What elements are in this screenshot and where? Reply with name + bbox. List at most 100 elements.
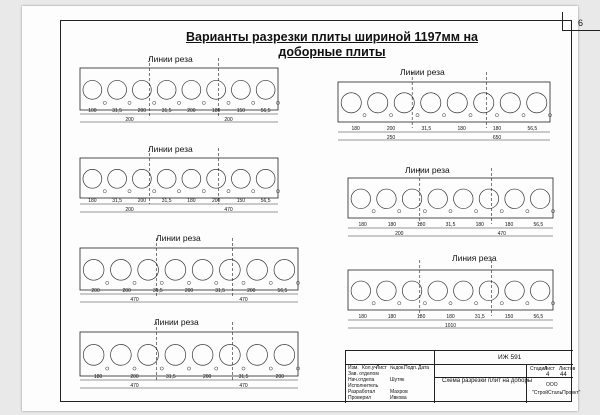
stamp-name: Махров (390, 389, 408, 395)
dimension-label: 150 (505, 314, 514, 320)
hollow-core (427, 280, 448, 301)
rebar-mark (548, 113, 552, 118)
rebar-mark (296, 366, 300, 371)
rebar-mark (159, 366, 164, 371)
dimension-label: 180 (476, 222, 485, 228)
rebar-mark (268, 366, 273, 371)
rebar-mark (159, 281, 164, 285)
rebar-mark (525, 209, 530, 214)
hollow-core (473, 92, 495, 114)
rebar-mark (226, 101, 231, 105)
rebar-mark (415, 113, 420, 118)
dimension-label: 180 (417, 314, 426, 320)
hollow-core (526, 92, 548, 114)
dimension-label: 200 (187, 108, 196, 114)
rebar-mark (132, 366, 137, 371)
hollow-core (82, 259, 105, 281)
hollow-core (478, 280, 500, 301)
rebar-mark (241, 281, 246, 285)
doc-code: ИЖ 591 (498, 354, 522, 361)
hollow-core (82, 80, 103, 100)
rebar-mark (127, 189, 132, 194)
dimension-label: 200 (138, 198, 147, 204)
overall-dimension-label: 470 (239, 297, 248, 303)
rebar-mark (495, 113, 499, 118)
rebar-mark (187, 281, 191, 285)
slab-outline (79, 331, 299, 377)
dimension-label: 100 (88, 108, 97, 114)
rebar-mark (448, 301, 453, 306)
hollow-core (376, 188, 397, 209)
overall-dimension-label: 470 (498, 231, 507, 237)
rebar-mark (551, 301, 555, 306)
page-number: 6 (578, 18, 584, 28)
hollow-core (231, 169, 251, 189)
overall-dimension-label: 470 (130, 383, 139, 389)
dimension-label: 180 (212, 108, 221, 114)
hollow-core (478, 188, 500, 209)
slab-outline (337, 81, 551, 123)
overall-dimension-label: 650 (493, 135, 502, 141)
hollow-core (110, 344, 132, 366)
stamp-column-header: Кол.уч (362, 365, 377, 371)
dimension-label: 180 (457, 126, 466, 132)
rebar-mark (521, 113, 526, 118)
rebar-mark (201, 101, 206, 105)
rebar-mark (177, 189, 181, 194)
rebar-mark (276, 101, 280, 105)
hollow-core (453, 280, 474, 301)
dimension-label: 56,5 (533, 222, 543, 228)
hollow-core (137, 259, 159, 281)
overall-dimension-label: 200 (395, 231, 404, 237)
rebar-mark (187, 366, 191, 371)
rebar-mark (468, 113, 473, 118)
dimension-label: 31,5 (166, 374, 176, 380)
rebar-mark (251, 101, 256, 105)
dimension-label: 200 (203, 374, 212, 380)
stamp-column-header: №док. (390, 365, 405, 371)
rebar-mark (448, 209, 453, 214)
hollow-core (107, 80, 127, 100)
hollow-core (499, 92, 521, 114)
dimension-label: 31,5 (239, 374, 249, 380)
sheet-title: Варианты разрезки плиты шириной 1197мм н… (185, 30, 479, 59)
hollow-core (504, 280, 525, 301)
rebar-mark (499, 209, 504, 214)
cut-label: Линии реза (405, 165, 450, 175)
hollow-core (181, 80, 202, 100)
hollow-core (246, 344, 268, 366)
dimension-label: 180 (358, 222, 367, 228)
stamp-rule (526, 364, 527, 403)
hollow-core (132, 169, 152, 189)
stamp-role: Нач.отдела (348, 377, 375, 383)
overall-dimension-label: 200 (125, 207, 134, 213)
rebar-mark (551, 209, 555, 214)
hollow-core (446, 92, 468, 114)
hollow-core (350, 280, 371, 301)
hollow-core (181, 169, 202, 189)
hollow-core (206, 169, 226, 189)
stamp-role: Исполнитель (348, 383, 379, 389)
hollow-core (255, 169, 276, 189)
cut-label: Линии реза (400, 67, 445, 77)
hollow-core (164, 344, 187, 366)
rebar-mark (102, 189, 107, 194)
rebar-mark (525, 301, 530, 306)
rebar-mark (152, 189, 157, 194)
rebar-mark (474, 209, 478, 214)
rebar-mark (201, 189, 206, 194)
hollow-core (82, 169, 103, 189)
sheet-description: Схема разрезки плит на доборы (442, 378, 533, 384)
rebar-mark (226, 189, 231, 194)
hollow-core (367, 92, 389, 114)
cut-label: Линии реза (148, 54, 193, 64)
dimension-label: 56,5 (527, 126, 537, 132)
dimension-label: 150 (237, 198, 246, 204)
hollow-core (393, 92, 415, 114)
rebar-mark (127, 101, 132, 105)
stamp-rule (434, 377, 573, 378)
rebar-mark (214, 281, 219, 285)
dimension-label: 200 (247, 288, 256, 294)
